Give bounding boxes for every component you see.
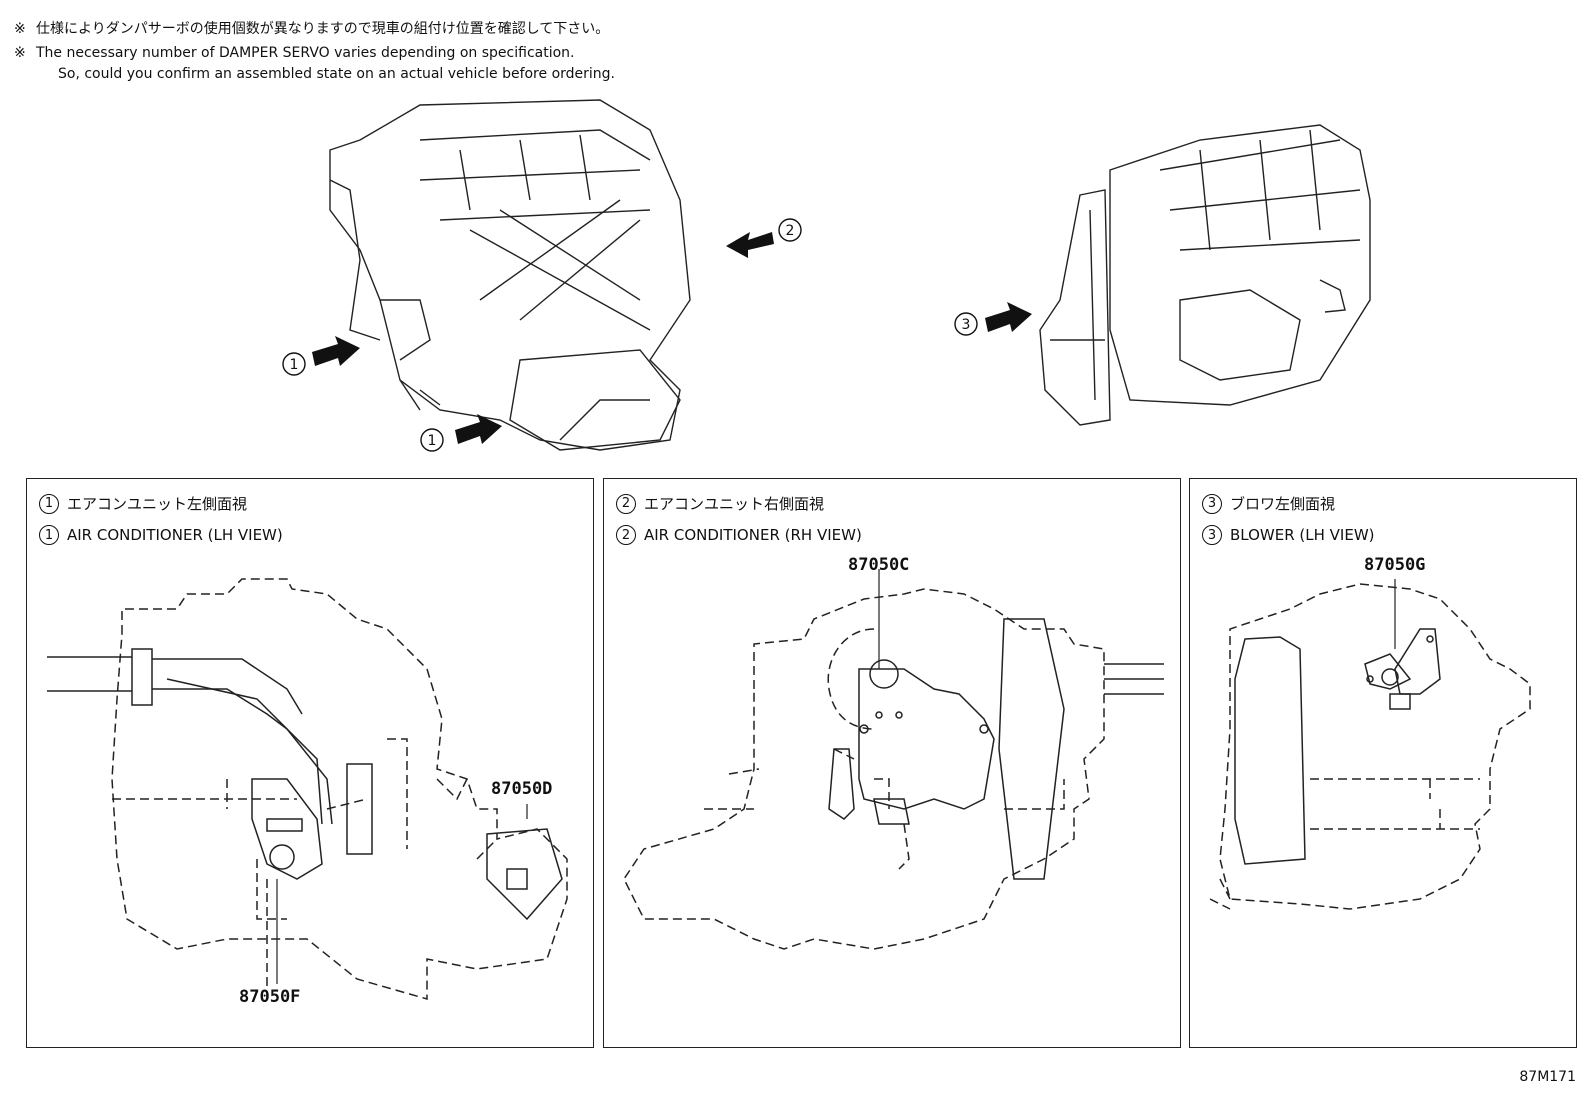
arrow-1b xyxy=(455,414,502,444)
panel-2-number: 2 xyxy=(616,525,636,545)
note-japanese-text: 仕様によりダンパサーボの使用個数が異なりますので現車の組付け位置を確認して下さい… xyxy=(36,21,610,37)
panel-1-title-jp: 1 エアコンユニット左側面視 xyxy=(39,493,247,514)
panel-3-number: 3 xyxy=(1202,493,1222,514)
panel-2-title-jp-text: エアコンユニット右側面視 xyxy=(644,495,825,513)
panel-1-pipes xyxy=(47,648,563,921)
panel-1-title-en-text: AIR CONDITIONER (LH VIEW) xyxy=(67,526,283,544)
note-english-line2: So, could you confirm an assembled state… xyxy=(58,66,615,82)
arrow-3 xyxy=(985,302,1032,332)
note-mark: ※ xyxy=(14,45,26,61)
figure-code: 87M171 xyxy=(1519,1069,1576,1085)
panel-3-title-en-text: BLOWER (LH VIEW) xyxy=(1230,526,1375,544)
panel-2-number: 2 xyxy=(616,493,636,514)
panel-2-title-en-text: AIR CONDITIONER (RH VIEW) xyxy=(644,526,862,544)
panel-1-title-en: 1 AIR CONDITIONER (LH VIEW) xyxy=(39,525,283,545)
ac-unit-drawing xyxy=(329,99,691,451)
panel-2-drawing xyxy=(623,569,1164,950)
arrow-2 xyxy=(726,232,774,258)
panel-1-drawing xyxy=(47,578,568,1000)
panel-3-servo xyxy=(1234,628,1441,865)
overview-illustration: 1 1 2 3 xyxy=(282,99,1371,452)
callout-2-label: 2 xyxy=(786,223,795,239)
arrow-1a xyxy=(312,336,360,366)
panel-ac-rh-view: 2 エアコンユニット右側面視 2 AIR CONDITIONER (RH VIE… xyxy=(603,478,1181,1048)
panel-3-drawing xyxy=(1209,579,1531,910)
panel-ac-lh-view: 1 エアコンユニット左側面視 1 AIR CONDITIONER (LH VIE… xyxy=(26,478,594,1048)
panel-1-number: 1 xyxy=(39,525,59,545)
panel-blower-lh-view: 3 ブロワ左側面視 3 BLOWER (LH VIEW) 87050G xyxy=(1189,478,1577,1048)
note-japanese: ※ 仕様によりダンパサーボの使用個数が異なりますので現車の組付け位置を確認して下さ… xyxy=(14,18,609,38)
panel-1-title-jp-text: エアコンユニット左側面視 xyxy=(67,495,248,513)
panel-2-pipes xyxy=(1104,663,1164,695)
panel-2-title-en: 2 AIR CONDITIONER (RH VIEW) xyxy=(616,525,862,545)
callout-arrows xyxy=(312,232,1032,444)
panel-3-title-jp-text: ブロワ左側面視 xyxy=(1230,495,1336,513)
panel-1-number: 1 xyxy=(39,493,59,514)
note-english-line1: ※ The necessary number of DAMPER SERVO va… xyxy=(14,45,575,61)
note-english-text: The necessary number of DAMPER SERVO var… xyxy=(36,45,575,61)
part-number-87050D[interactable]: 87050D xyxy=(491,779,553,799)
callout-2-circle xyxy=(778,218,802,242)
note-mark: ※ xyxy=(14,21,26,37)
blower-drawing xyxy=(1039,124,1371,426)
panel-3-number: 3 xyxy=(1202,525,1222,545)
callout-1b-label: 1 xyxy=(428,433,437,449)
panel-2-servo xyxy=(828,618,1065,880)
panel-1-leaders xyxy=(276,804,528,984)
part-number-87050G[interactable]: 87050G xyxy=(1364,555,1426,575)
callout-3-circle xyxy=(954,312,978,336)
callout-3-label: 3 xyxy=(962,317,971,333)
part-number-87050C[interactable]: 87050C xyxy=(848,555,910,575)
callout-circles xyxy=(282,218,978,452)
part-number-87050F[interactable]: 87050F xyxy=(239,987,301,1007)
callout-1a-circle xyxy=(282,352,306,376)
panel-2-title-jp: 2 エアコンユニット右側面視 xyxy=(616,493,824,514)
panel-3-title-en: 3 BLOWER (LH VIEW) xyxy=(1202,525,1375,545)
panel-3-title-jp: 3 ブロワ左側面視 xyxy=(1202,493,1335,514)
callout-1b-circle xyxy=(420,428,444,452)
callout-1a-label: 1 xyxy=(290,357,299,373)
